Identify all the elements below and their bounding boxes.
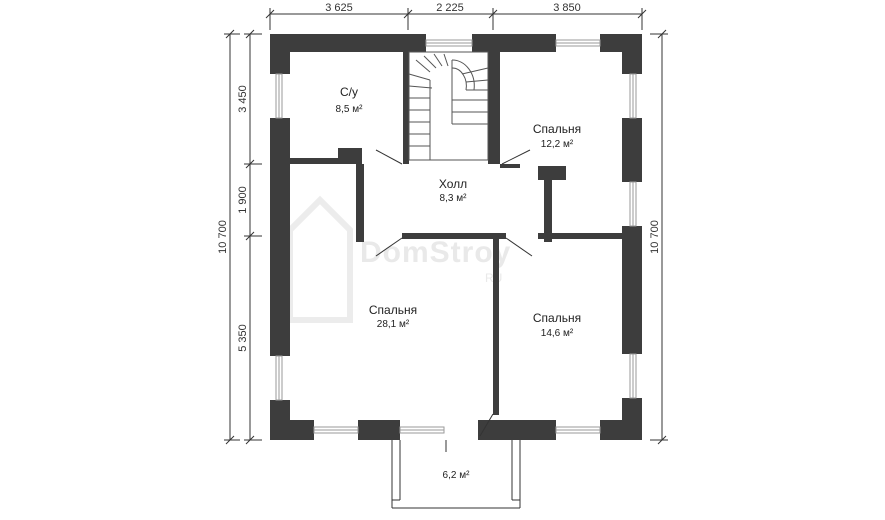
room-bedroom-ne-area: 12,2 м² [541,139,574,150]
balcony-area: 6,2 м² [443,470,471,481]
dim-top-1: 3 625 [325,2,353,14]
room-bedroom-se-name: Спальня [533,311,581,325]
dim-left-total: 10 700 [217,220,229,254]
dim-right-total: 10 700 [649,220,661,254]
balcony [391,440,521,509]
interior-walls [290,52,622,415]
watermark: DomStroy RU [287,195,511,323]
dim-left-3: 5 350 [237,324,249,352]
room-bedroom-se-area: 14,6 м² [541,328,574,339]
watermark-brand: DomStroy [360,236,511,269]
door-swings [375,149,533,437]
dim-left-2: 1 900 [237,186,249,214]
room-hall-name: Холл [439,177,467,191]
room-bedroom-ne-name: Спальня [533,122,581,136]
exterior-walls [270,34,642,440]
window-panes [278,42,634,431]
room-hall-area: 8,3 м² [440,193,468,204]
room-bathroom-name: С/у [340,85,358,99]
room-bedroom-sw-area: 28,1 м² [377,319,410,330]
room-bedroom-sw-name: Спальня [369,303,417,317]
dim-left-1: 3 450 [237,85,249,113]
dimension-lines [224,8,668,445]
staircase [408,51,489,161]
dim-top-2: 2 225 [436,2,464,14]
room-bathroom-area: 8,5 м² [336,104,364,115]
dim-top-3: 3 850 [553,2,581,14]
